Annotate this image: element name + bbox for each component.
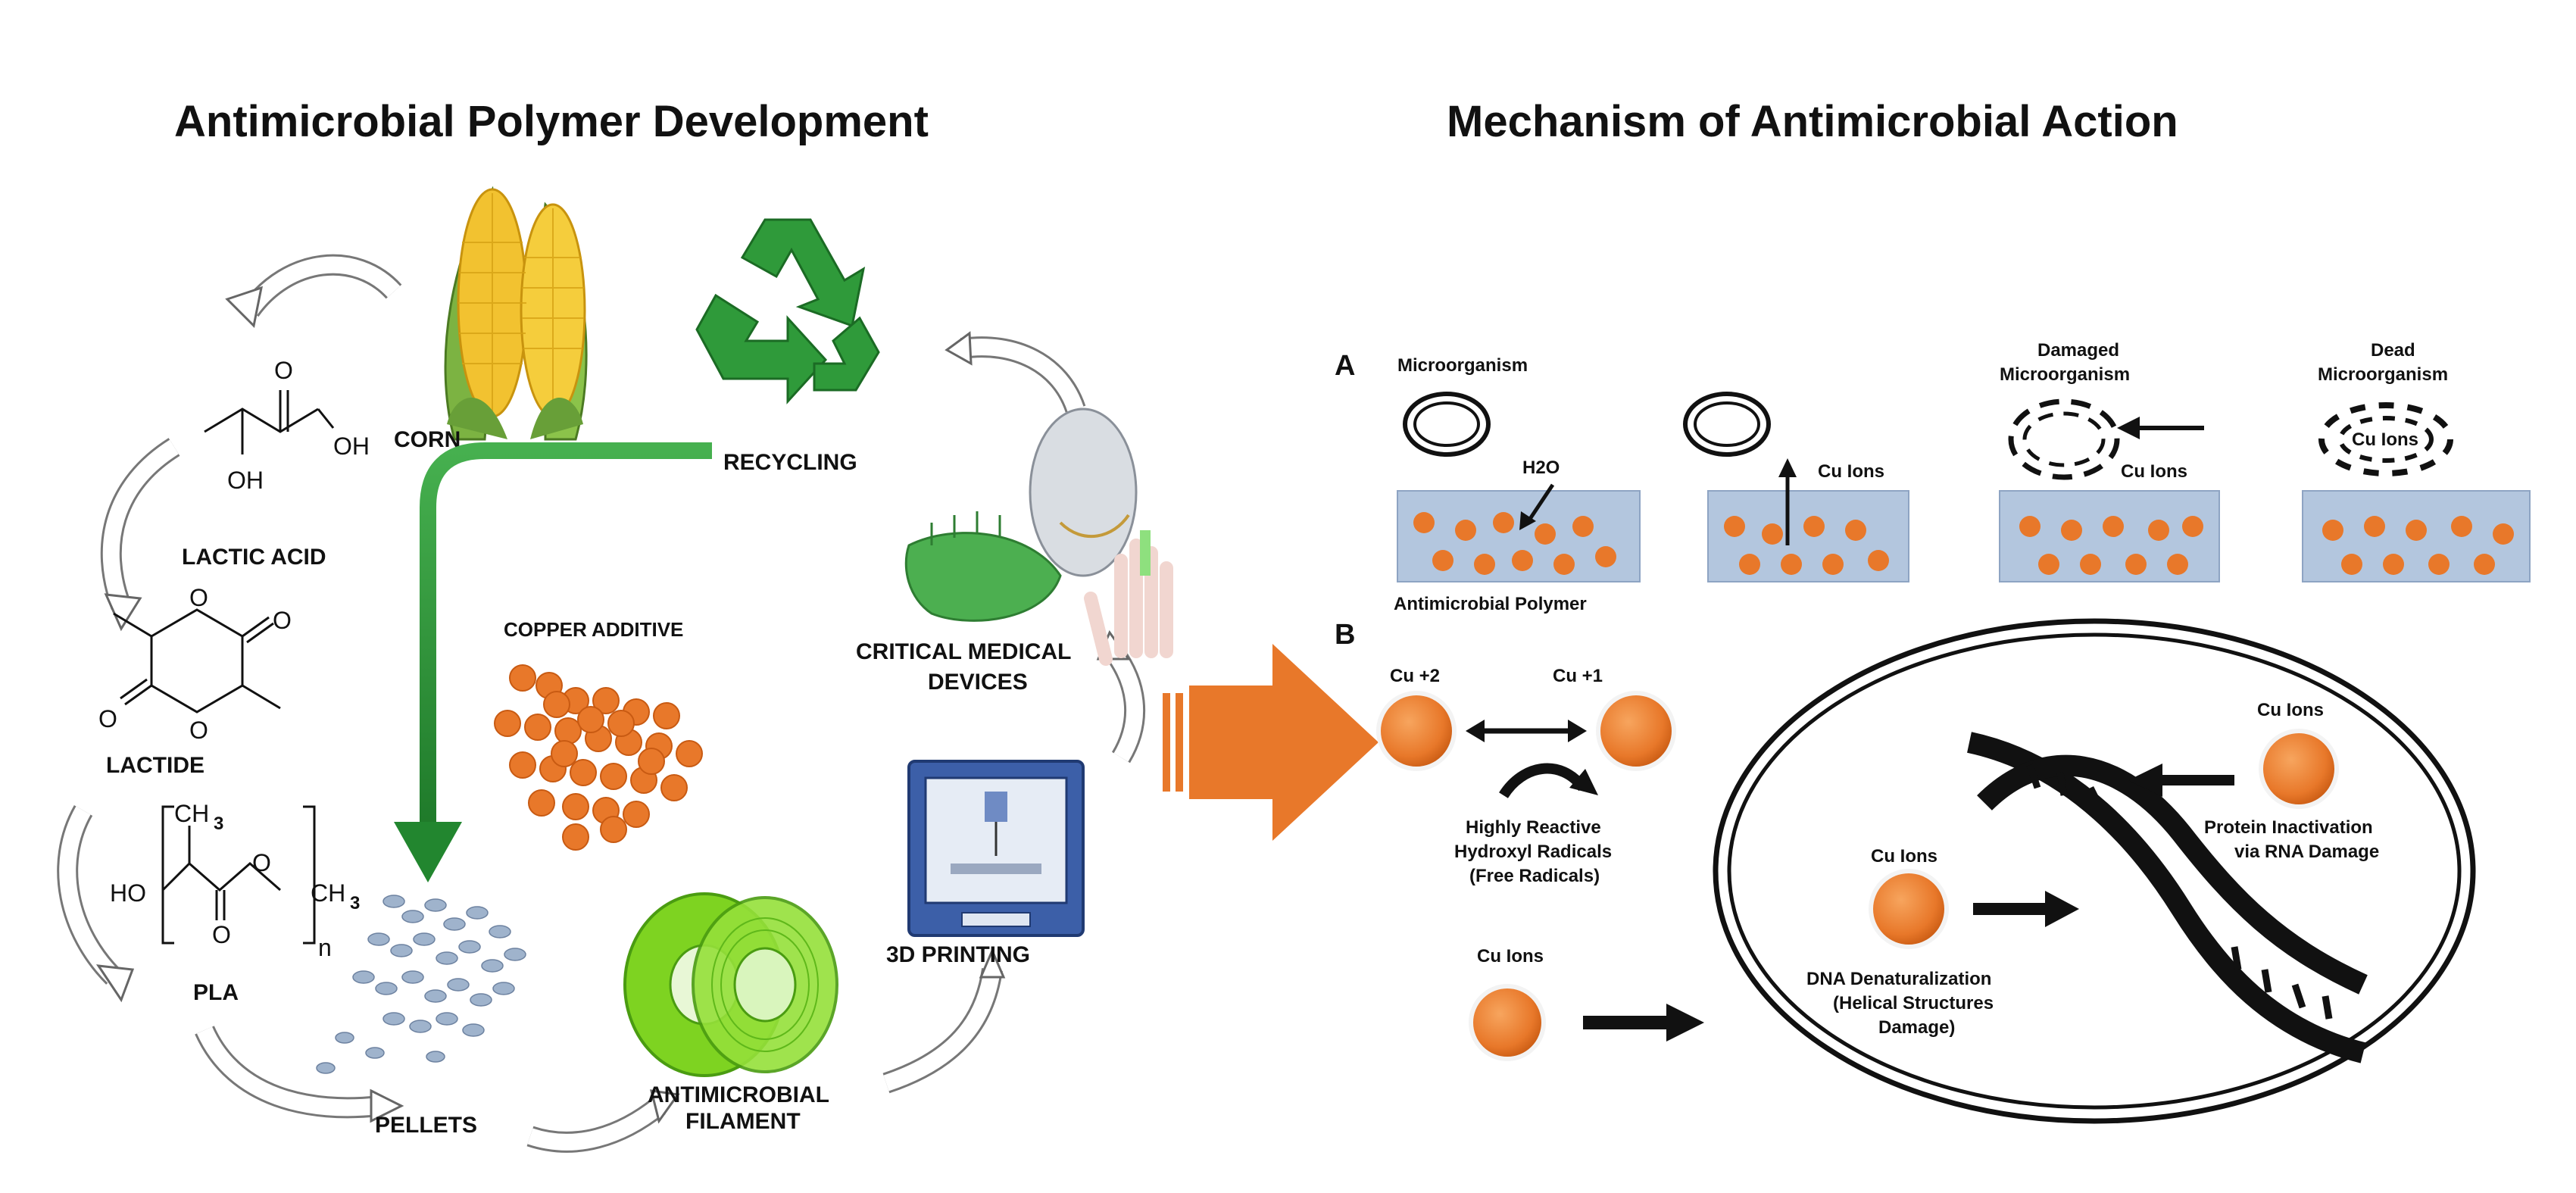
corn-icon: [444, 186, 588, 441]
a2-copper-dots: [1724, 516, 1889, 575]
critical-medical-label-1: CRITICAL MEDICAL: [856, 639, 1071, 664]
recycling-label: RECYCLING: [723, 450, 857, 475]
lactic-acid-oh: OH: [333, 433, 370, 460]
b-cu2-particle: [1376, 691, 1457, 771]
a1-arrow: [1519, 483, 1555, 530]
lactic-acid-o: O: [274, 357, 293, 384]
filament-label-1: ANTIMICROBIAL: [648, 1082, 829, 1107]
b-cu2-label: Cu +2: [1390, 666, 1440, 686]
medical-devices-icon: [904, 408, 1173, 666]
critical-medical-label-2: DEVICES: [928, 670, 1028, 695]
a3-arrow: [2117, 417, 2204, 439]
b-dna-label-1: DNA Denaturalization: [1806, 969, 1991, 989]
printer-icon: [907, 760, 1085, 937]
b-radicals-label-1: Highly Reactive: [1466, 817, 1601, 838]
pla-ch3-top: CH: [174, 800, 209, 827]
a4-copper-dots: [2322, 516, 2514, 575]
a1-microorganism: [1403, 392, 1491, 457]
a4-dead-microorganism: [2318, 402, 2453, 476]
lactide-structure: [113, 608, 281, 714]
a4-dead-label-2: Microorganism: [2318, 364, 2448, 385]
b-dna-label-3: Damage): [1878, 1017, 1955, 1038]
b-radicals-label-2: Hydroxyl Radicals: [1454, 842, 1612, 862]
b-cu1-label: Cu +1: [1553, 666, 1603, 686]
pla-o-bottom: O: [212, 921, 231, 948]
b-dna-arrow: [1973, 891, 2079, 927]
lactic-acid-label: LACTIC ACID: [182, 545, 326, 570]
pla-n: n: [318, 934, 332, 961]
pla-label: PLA: [193, 980, 239, 1005]
filament-label-2: FILAMENT: [685, 1109, 801, 1134]
recycling-icon: [695, 218, 880, 404]
printing-label: 3D PRINTING: [886, 942, 1030, 967]
panel-b-letter: B: [1335, 619, 1355, 651]
lactide-o-left: O: [98, 705, 117, 732]
lactide-label: LACTIDE: [106, 753, 205, 778]
panel-a-letter: A: [1335, 350, 1355, 382]
a1-polymer-label: Antimicrobial Polymer: [1394, 594, 1587, 614]
b-cu-ions-left-label: Cu Ions: [1477, 946, 1544, 967]
cell-membrane: [1713, 618, 2476, 1124]
a2-cu-ions-label: Cu Ions: [1818, 461, 1884, 482]
b-protein-arrow: [2128, 764, 2234, 797]
green-arrow: [394, 442, 712, 882]
a2-microorganism: [1683, 392, 1771, 457]
a3-copper-dots: [2019, 516, 2203, 575]
a4-cu-ions-label: Cu Ions: [2352, 429, 2418, 450]
a3-damaged-label-1: Damaged: [2037, 340, 2119, 361]
a1-microorganism-label: Microorganism: [1397, 355, 1528, 376]
copper-additive-label: COPPER ADDITIVE: [504, 618, 683, 641]
a2-arrow: [1778, 458, 1797, 545]
b-protein-label-2: via RNA Damage: [2234, 842, 2379, 862]
lactic-acid-oh2: OH: [227, 467, 264, 494]
b-curved-arrow: [1499, 763, 1598, 798]
a4-dead-label-1: Dead: [2371, 340, 2415, 361]
b-cu-ions-inner-particle: [1869, 869, 1949, 949]
pla-ch3-right-sub: 3: [350, 893, 360, 913]
left-title: Antimicrobial Polymer Development: [174, 97, 929, 146]
a3-damaged-label-2: Microorganism: [2000, 364, 2130, 385]
b-protein-label-1: Protein Inactivation: [2204, 817, 2373, 838]
b-radicals-label-3: (Free Radicals): [1469, 866, 1600, 886]
big-orange-arrow: [1163, 644, 1379, 841]
b-double-arrow: [1466, 720, 1587, 742]
b-cell-arrow: [1583, 1004, 1704, 1042]
lactide-o-bottom: O: [189, 717, 208, 744]
b-cu-ions-top-particle: [2259, 729, 2339, 809]
lactic-acid-structure: [204, 390, 335, 454]
b-cu-ions-left-particle: [1469, 984, 1546, 1061]
pla-o-right: O: [252, 849, 271, 876]
dna-helix-icon: [1967, 732, 2368, 1063]
lactide-o-top: O: [189, 584, 208, 611]
pla-ch3-top-sub: 3: [214, 814, 223, 834]
b-cu-ions-inner-label: Cu Ions: [1871, 846, 1937, 867]
pla-ch3-right: CH: [311, 879, 345, 907]
a3-damaged-microorganism: [2008, 398, 2120, 480]
b-cu1-particle: [1596, 691, 1676, 771]
a3-cu-ions-label: Cu Ions: [2121, 461, 2187, 482]
filament-icon: [623, 892, 838, 1077]
a1-h2o-label: H2O: [1522, 458, 1560, 478]
corn-label: CORN: [394, 427, 461, 452]
pla-structure: [161, 805, 316, 945]
a1-copper-dots: [1413, 512, 1616, 575]
b-cu-ions-top-label: Cu Ions: [2257, 700, 2324, 720]
copper-particles: [494, 664, 703, 851]
right-title: Mechanism of Antimicrobial Action: [1447, 97, 2178, 146]
cycle-arrows: [57, 254, 1146, 1153]
b-dna-label-2: (Helical Structures: [1833, 993, 1994, 1013]
lactide-o-right: O: [273, 607, 292, 634]
pla-ho: HO: [110, 879, 146, 907]
pellets-icon: [316, 895, 526, 1074]
pellets-label: PELLETS: [375, 1113, 477, 1138]
